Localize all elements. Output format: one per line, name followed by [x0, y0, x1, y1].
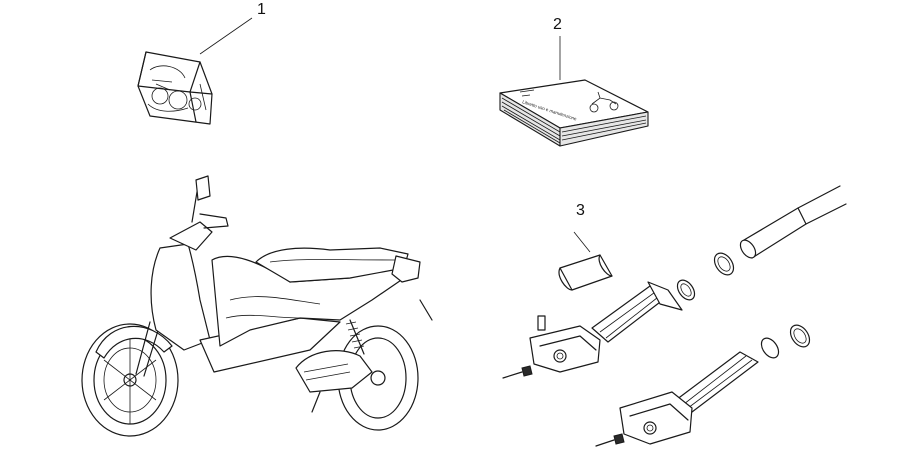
callout-3: 3 — [576, 202, 585, 219]
scooter-icon — [81, 175, 433, 437]
front-fork-icon — [502, 185, 847, 379]
callout-2: 2 — [553, 16, 562, 33]
callout-1: 1 — [257, 1, 266, 18]
leader-lines — [199, 17, 591, 253]
steering-tube-icon — [558, 254, 613, 291]
owner-manual-icon: Libretto uso e manutenzione — [499, 79, 649, 147]
front-fork-lower-icon — [595, 324, 811, 447]
tool-kit-bag-icon — [137, 51, 213, 125]
